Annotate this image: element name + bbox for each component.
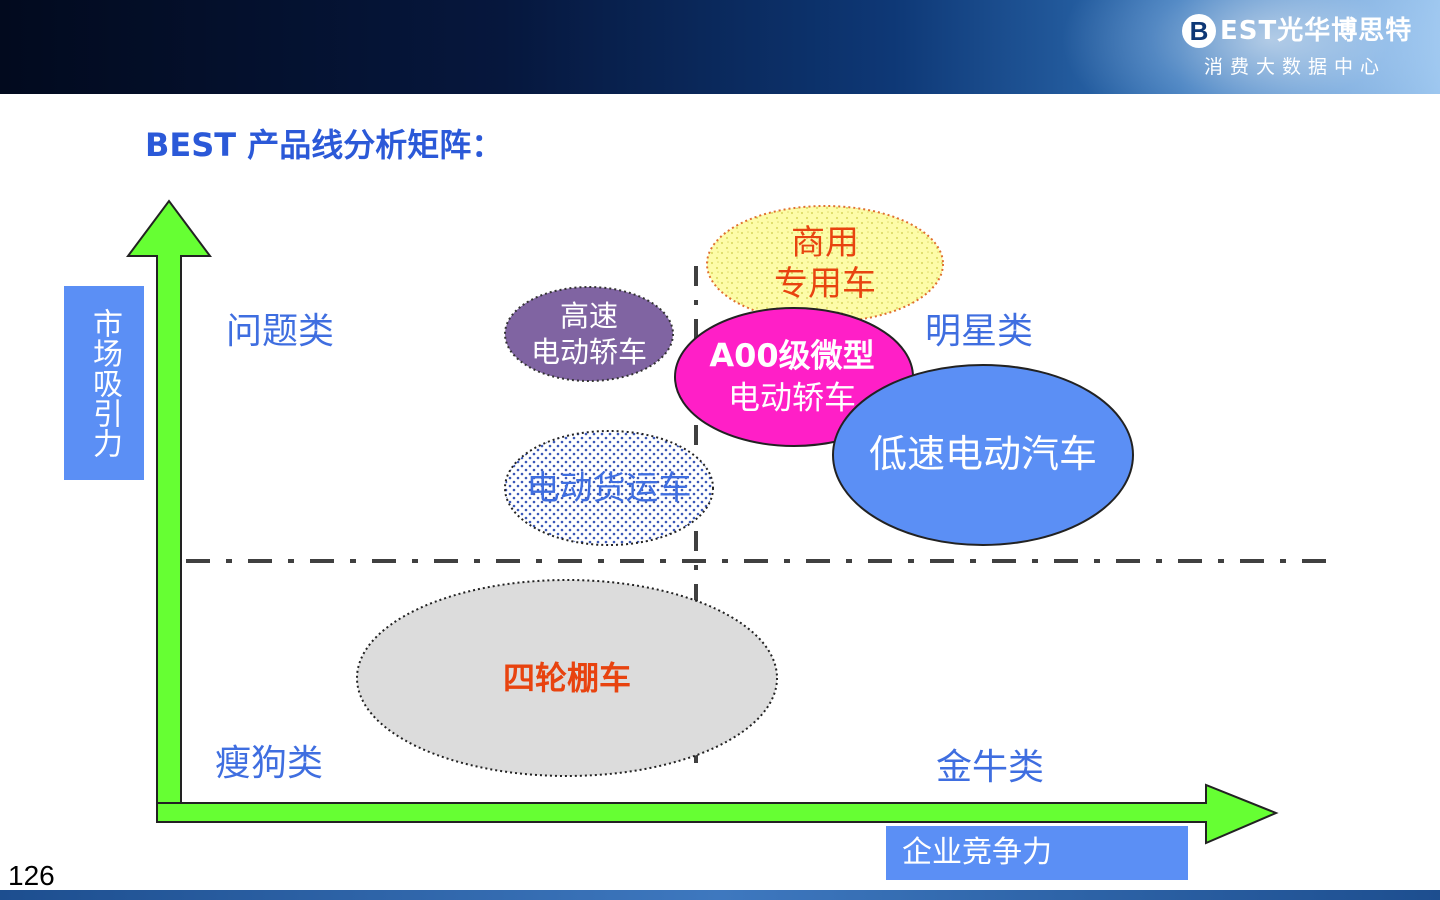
quadrant-star-label: 明星类 bbox=[925, 311, 1034, 352]
page-number: 126 bbox=[8, 860, 55, 891]
bubble-label-line: 专用车 bbox=[774, 264, 876, 304]
bubble-label-electric-freight: 电动货运车 bbox=[527, 468, 692, 508]
logo-mark: B bbox=[1182, 14, 1216, 48]
bubble-four-wheel-shed bbox=[356, 579, 778, 777]
y-axis-label: 市场吸引力 bbox=[64, 286, 144, 480]
bubble-label-lowspeed-ev: 低速电动汽车 bbox=[869, 432, 1097, 478]
slide-title: BEST 产品线分析矩阵： bbox=[145, 126, 504, 164]
brand-logo: B EST光华博思特 消费大数据中心 bbox=[1180, 8, 1430, 82]
bubble-lowspeed-ev bbox=[832, 364, 1134, 546]
x-axis-arrow bbox=[156, 783, 1279, 845]
logo-brand-text: EST光华博思特 bbox=[1220, 16, 1413, 46]
header-banner: B EST光华博思特 消费大数据中心 bbox=[0, 0, 1440, 94]
bubble-label-line: 电动轿车 bbox=[727, 378, 856, 416]
bubble-label-line: 低速电动汽车 bbox=[868, 432, 1098, 477]
y-axis-arrow bbox=[126, 199, 212, 813]
bubble-label-a00-sedan: A00级微型 电动轿车 bbox=[709, 335, 874, 418]
quadrant-dog-label: 瘦狗类 bbox=[215, 743, 324, 784]
quadrant-question-label: 问题类 bbox=[226, 311, 335, 352]
bubble-highspeed-sedan bbox=[504, 286, 674, 382]
header-glow bbox=[1060, 0, 1440, 94]
bubble-label-commercial-vehicle: 商用 专用车 bbox=[774, 223, 876, 305]
bubble-label-line: 电动轿车 bbox=[530, 335, 648, 369]
bubble-label-line: 电动货运车 bbox=[526, 468, 692, 508]
bubble-label-line: A00级微型 bbox=[709, 336, 875, 375]
footer-bar bbox=[0, 890, 1440, 900]
bubble-label-line: 商用 bbox=[791, 223, 859, 264]
bubble-label-line: 四轮棚车 bbox=[502, 658, 632, 697]
bubble-electric-freight bbox=[504, 430, 714, 546]
quadrant-cow-label: 金牛类 bbox=[936, 747, 1045, 788]
bubble-commercial-vehicle bbox=[706, 205, 944, 323]
logo-subtitle: 消费大数据中心 bbox=[1204, 56, 1387, 78]
bubble-label-highspeed-sedan: 高速 电动轿车 bbox=[531, 298, 647, 371]
bubble-label-line: 高速 bbox=[559, 298, 619, 333]
x-axis-label: 企业竞争力 bbox=[886, 826, 1188, 880]
bubble-label-four-wheel-shed: 四轮棚车 bbox=[503, 659, 631, 697]
